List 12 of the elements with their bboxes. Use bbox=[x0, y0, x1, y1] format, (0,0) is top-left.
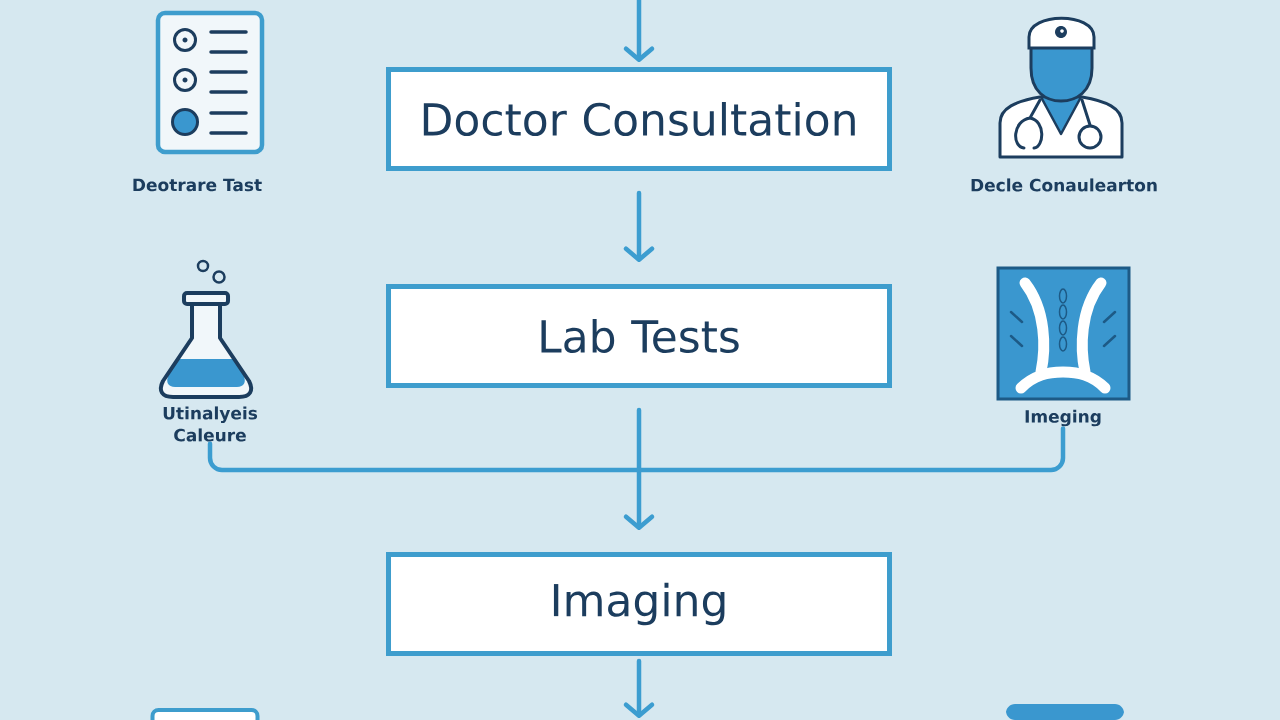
process-box: Imaging bbox=[386, 552, 892, 656]
arrow bbox=[623, 658, 655, 718]
icon-caption: Deotrare Tast bbox=[133, 178, 262, 192]
process-box: Doctor Consultation bbox=[386, 67, 892, 171]
icon-caption: Decle Conaulearton bbox=[971, 178, 1157, 192]
icon-caption: Utinalyeis Caleure bbox=[163, 406, 258, 442]
process-box: Lab Tests bbox=[386, 284, 892, 388]
arrow bbox=[623, 190, 655, 262]
icon-caption: Imeging bbox=[1025, 409, 1101, 427]
arrow bbox=[623, 0, 655, 62]
cropped-icon bbox=[150, 708, 260, 720]
arrow bbox=[623, 407, 655, 530]
